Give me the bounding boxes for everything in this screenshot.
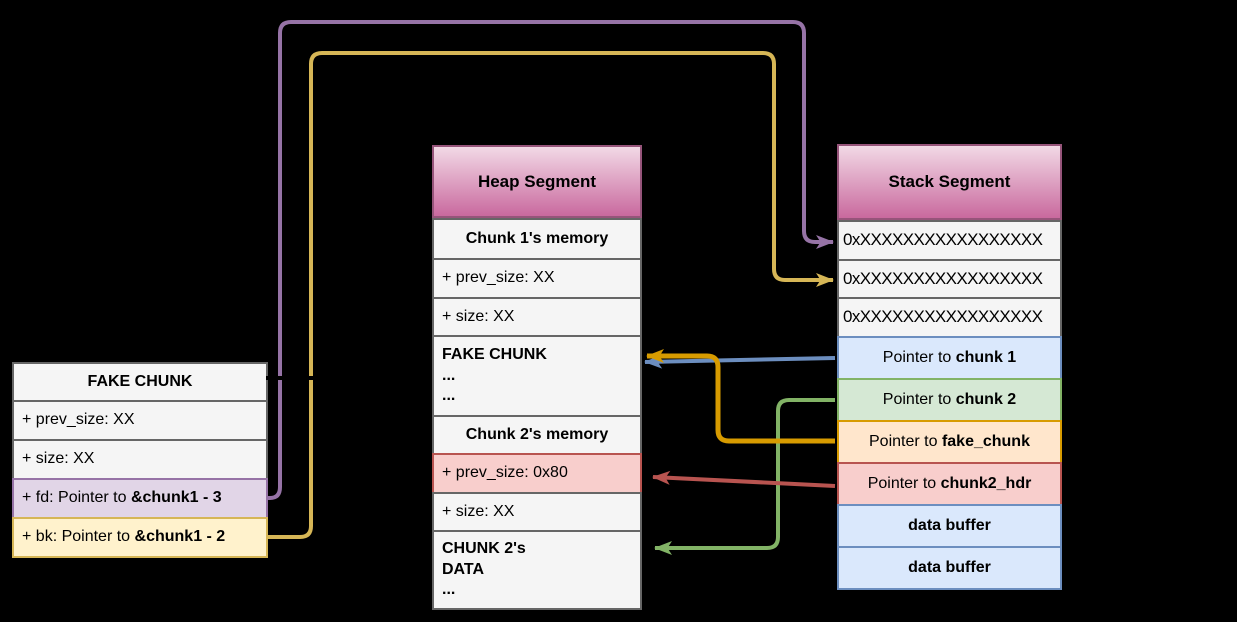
stack-row-data-buffer-2: data buffer xyxy=(837,546,1062,590)
heap-segment-title: Heap Segment xyxy=(477,171,597,191)
stack-segment-title: Stack Segment xyxy=(888,172,1011,191)
heap-segment-header: Heap Segment xyxy=(432,145,642,218)
stack-row-ptr-chunk2-hdr: Pointer to chunk2_hdr xyxy=(837,462,1062,506)
chunk1-ptr-to-fake-chunk-arrow xyxy=(644,354,836,369)
stack-row-ptr-chunk1: Pointer to chunk 1 xyxy=(837,336,1062,380)
fake-chunk-ptr-to-fake-chunk-arrow xyxy=(646,349,835,444)
fake-chunk-row-size: + size: XX xyxy=(12,439,268,480)
stack-row-ptr-chunk2: Pointer to chunk 2 xyxy=(837,378,1062,422)
heap-row-chunk2-memory: Chunk 2's memory xyxy=(432,415,642,455)
heap-row-chunk2-prev-size: + prev_size: 0x80 xyxy=(432,453,642,494)
stack-segment-table: Stack Segment 0xXXXXXXXXXXXXXXXXX 0xXXXX… xyxy=(837,144,1062,590)
fake-chunk-row-bk: + bk: Pointer to &chunk1 - 2 xyxy=(12,517,268,558)
stack-segment-header: Stack Segment xyxy=(837,144,1062,220)
stack-row-address-3: 0xXXXXXXXXXXXXXXXXX xyxy=(837,297,1062,338)
fake-chunk-table: FAKE CHUNK + prev_size: XX + size: XX + … xyxy=(12,362,268,558)
fake-chunk-row-prev-size: + prev_size: XX xyxy=(12,400,268,441)
heap-row-chunk2-data: CHUNK 2's DATA ... xyxy=(432,530,642,610)
fake-chunk-row-fd: + fd: Pointer to &chunk1 - 3 xyxy=(12,478,268,519)
stack-row-ptr-fake-chunk: Pointer to fake_chunk xyxy=(837,420,1062,464)
fake-chunk-title: FAKE CHUNK xyxy=(12,362,268,402)
stack-row-data-buffer-1: data buffer xyxy=(837,504,1062,548)
heap-segment-table: Heap Segment Chunk 1's memory + prev_siz… xyxy=(432,145,642,610)
heap-row-chunk1-size: + size: XX xyxy=(432,297,642,337)
chunk2-hdr-ptr-to-prev-size-arrow xyxy=(652,470,836,488)
heap-row-chunk1-memory: Chunk 1's memory xyxy=(432,218,642,260)
heap-row-chunk2-size: + size: XX xyxy=(432,492,642,532)
heap-row-chunk1-prev-size: + prev_size: XX xyxy=(432,258,642,299)
chunk2-ptr-to-chunk2-data-arrow xyxy=(654,398,835,555)
fake-chunk-title-label: FAKE CHUNK xyxy=(87,372,193,390)
heap-row-fake-chunk: FAKE CHUNK ... ... xyxy=(432,335,642,417)
stack-row-address-1: 0xXXXXXXXXXXXXXXXXX xyxy=(837,220,1062,261)
stack-row-address-2: 0xXXXXXXXXXXXXXXXXX xyxy=(837,259,1062,299)
